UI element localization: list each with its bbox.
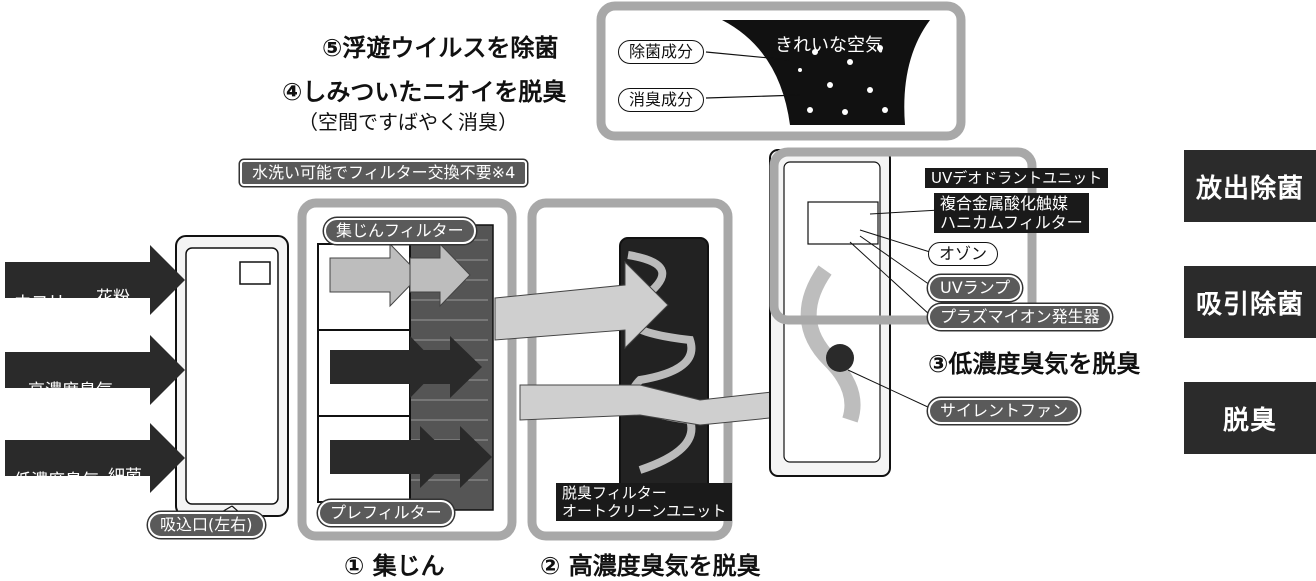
dark-flow-arrows [330, 336, 492, 488]
deodorize-filter-line1: 脱臭フィルター [562, 484, 667, 502]
step4-text: しみついたニオイを脱臭 [302, 78, 567, 106]
pre-filter-label: プレフィルター [318, 500, 454, 526]
plasma-label: プラズマイオン発生器 [928, 304, 1112, 330]
step3-title: ③低濃度臭気を脱臭 [928, 344, 1140, 379]
ozone-label: オゾン [928, 242, 999, 266]
step1-text: 集じん [372, 552, 445, 580]
step2-title: ② 高濃度臭気を脱臭 [540, 546, 761, 581]
high-odor-label: 高濃度臭気 [28, 381, 113, 401]
air-particles [798, 45, 888, 115]
washable-note: 水洗い可能でフィルター交換不要※4 [240, 160, 528, 186]
step3-number: ③ [928, 350, 949, 378]
dust-label: ホコリ [14, 293, 65, 313]
step1-number: ① [344, 552, 365, 580]
catalyst-line2: ハニカムフィルター [940, 213, 1083, 232]
side-label-suction: 吸引除菌 [1184, 266, 1316, 338]
intake-label: 吸込口(左右) [148, 512, 265, 538]
dust-filter-label: 集じんフィルター [324, 218, 476, 244]
step5-number: ⑤ [322, 34, 343, 62]
fan-label: サイレントファン [928, 398, 1081, 424]
bacteria-label: 細菌 [108, 467, 142, 487]
step4-subtitle: （空間ですばやく消臭） [298, 110, 518, 134]
side-label-deodorize: 脱臭 [1184, 382, 1316, 454]
step4-number: ④ [282, 78, 303, 106]
deodorize-filter-line2: オートクリーンユニット [562, 502, 727, 520]
low-odor-label: 低濃度臭気 [14, 471, 99, 491]
flow-arrows [329, 242, 801, 426]
clean-air-label: きれいな空気 [775, 35, 883, 56]
pollen-label: 花粉 [96, 288, 130, 308]
catalyst-line1: 複合金属酸化触媒 [940, 194, 1069, 213]
step2-number: ② [540, 552, 561, 580]
input-arrows [5, 245, 185, 493]
uv-unit-label: UVデオドラントユニット [925, 168, 1109, 188]
side-label-release: 放出除菌 [1184, 150, 1316, 222]
sterilize-component-label: 除菌成分 [618, 40, 705, 64]
uv-lamp-label: UVランプ [928, 275, 1023, 301]
catalyst-label: 複合金属酸化触媒 ハニカムフィルター [934, 193, 1089, 233]
step5-title: ⑤浮遊ウイルスを除菌 [322, 28, 558, 63]
deodorize-filter-label: 脱臭フィルター オートクリーンユニット [556, 483, 733, 521]
unit3-frame [769, 147, 1037, 325]
deodorize-component-label: 消臭成分 [618, 88, 705, 112]
step3-text: 低濃度臭気を脱臭 [948, 350, 1141, 378]
step1-title: ① 集じん [344, 546, 445, 581]
step4-title: ④しみついたニオイを脱臭 [282, 72, 566, 107]
step2-text: 高濃度臭気を脱臭 [568, 552, 761, 580]
step5-text: 浮遊ウイルスを除菌 [342, 34, 559, 62]
